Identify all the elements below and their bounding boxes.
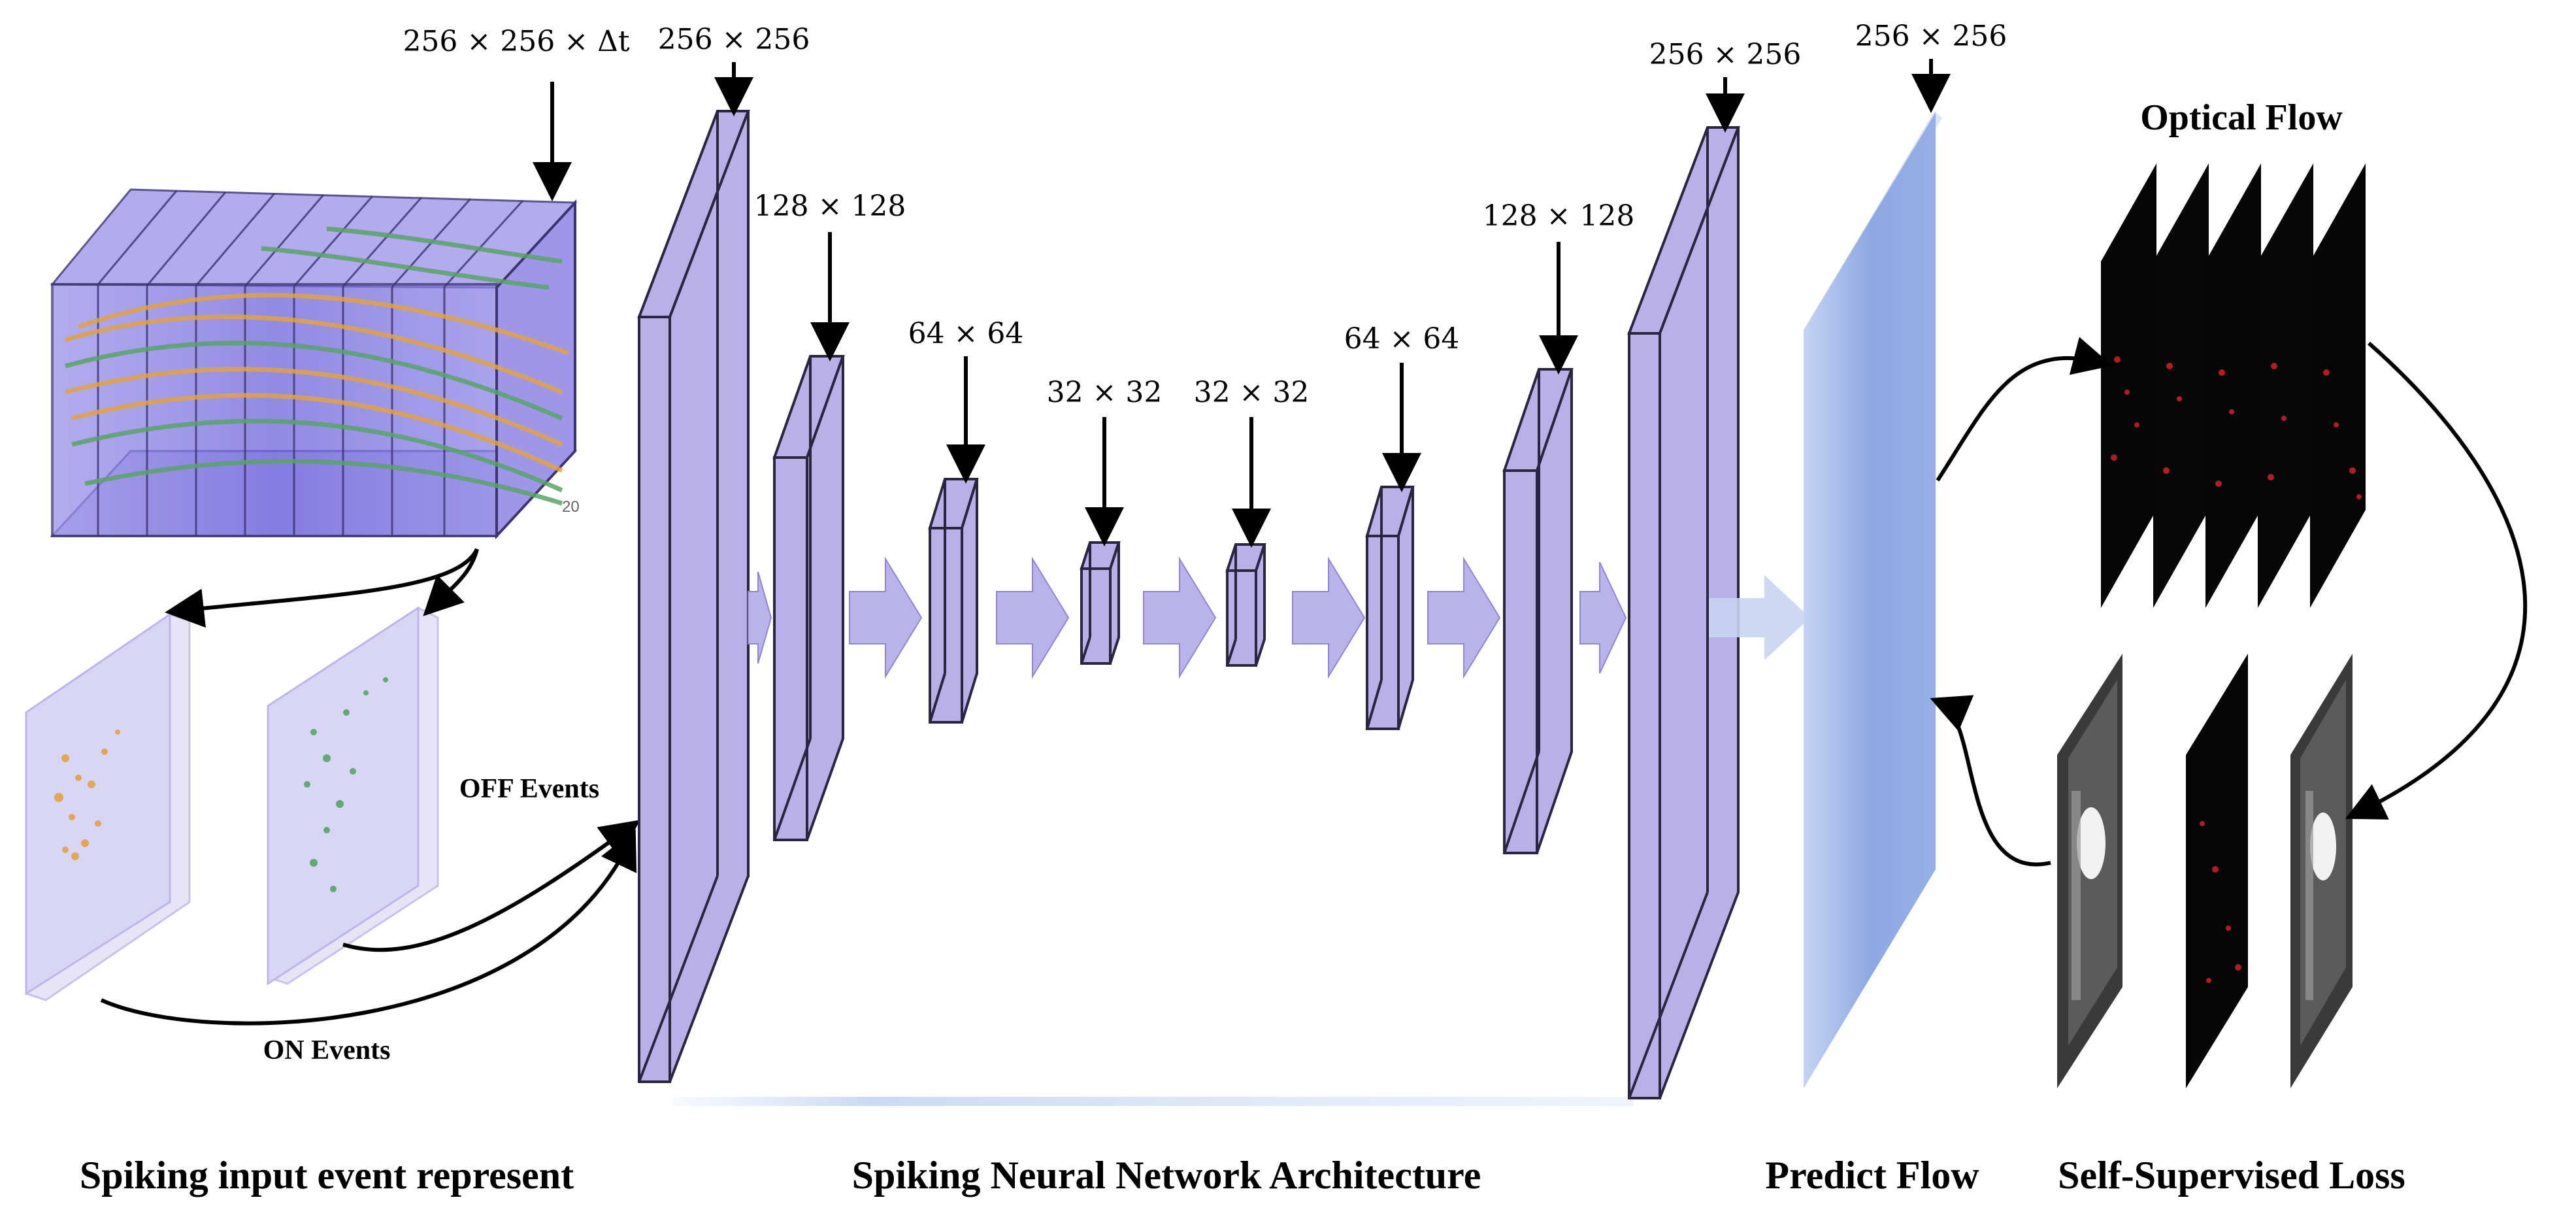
stage-arrow-5	[1292, 556, 1366, 679]
decoder-block-2	[1365, 486, 1415, 730]
volume-to-off-arrow	[423, 548, 479, 616]
dec1-size-label: 32 × 32	[1194, 376, 1310, 409]
stage-arrow-3	[996, 556, 1070, 679]
enc1-size-label: 256 × 256	[658, 23, 810, 56]
enc3-size-label: 64 × 64	[908, 317, 1024, 350]
stage-arrow-6	[1427, 556, 1501, 679]
predict-flow-plane	[1804, 111, 1942, 1088]
grayscale-frame-icon	[2057, 654, 2122, 1088]
decoder-block-3	[1502, 368, 1574, 854]
loss-to-flow-arrow	[1930, 695, 2051, 867]
off-event-frame	[267, 606, 439, 986]
stage-arrow-4	[1143, 556, 1217, 679]
off-events-label: OFF Events	[459, 774, 599, 804]
enc4-size-label: 32 × 32	[1047, 376, 1163, 409]
section-title-network: Spiking Neural Network Architecture	[852, 1154, 1481, 1197]
axis-tick: 20	[562, 498, 580, 516]
encoder-block-1	[637, 110, 750, 1083]
dec2-size-label: 64 × 64	[1344, 322, 1460, 356]
stage-arrow-1	[748, 571, 772, 664]
event-volume-icon: 20	[50, 188, 580, 540]
encoder-block-4	[1080, 541, 1121, 665]
grayscale-frame-icon-2	[2290, 654, 2353, 1088]
flow-to-optical-arrow	[1936, 337, 2113, 482]
on-events-label: ON Events	[263, 1035, 391, 1065]
optical-flow-title: Optical Flow	[2140, 97, 2343, 138]
encoder-block-3	[928, 478, 979, 724]
flow-size-label: 256 × 256	[1855, 20, 2007, 53]
flow-residual-frame-icon	[2186, 654, 2248, 1088]
skip-connection-bar	[673, 1097, 1634, 1106]
section-title-predict: Predict Flow	[1765, 1154, 1979, 1197]
volume-to-on-arrow	[165, 548, 479, 628]
predict-arrow	[1709, 575, 1810, 660]
on-events-arrow	[100, 829, 636, 1026]
decoder-block-4	[1627, 126, 1740, 1099]
stage-arrow-7	[1579, 561, 1627, 674]
off-events-arrow	[342, 820, 640, 952]
optical-to-loss-arrow	[2345, 341, 2528, 820]
enc2-size-label: 128 × 128	[754, 190, 906, 223]
on-event-frame	[25, 612, 191, 1001]
stage-arrow-2	[849, 556, 923, 679]
input-size-label: 256 × 256 × Δt	[403, 25, 629, 58]
dec3-size-label: 128 × 128	[1483, 199, 1635, 233]
optical-flow-frame-icon	[2101, 163, 2366, 608]
decoder-block-1	[1225, 543, 1266, 667]
dec4-size-label: 256 × 256	[1649, 38, 1802, 71]
section-title-loss: Self-Supervised Loss	[2058, 1154, 2405, 1197]
encoder-block-2	[772, 355, 845, 841]
section-title-input: Spiking input event represent	[80, 1154, 574, 1197]
